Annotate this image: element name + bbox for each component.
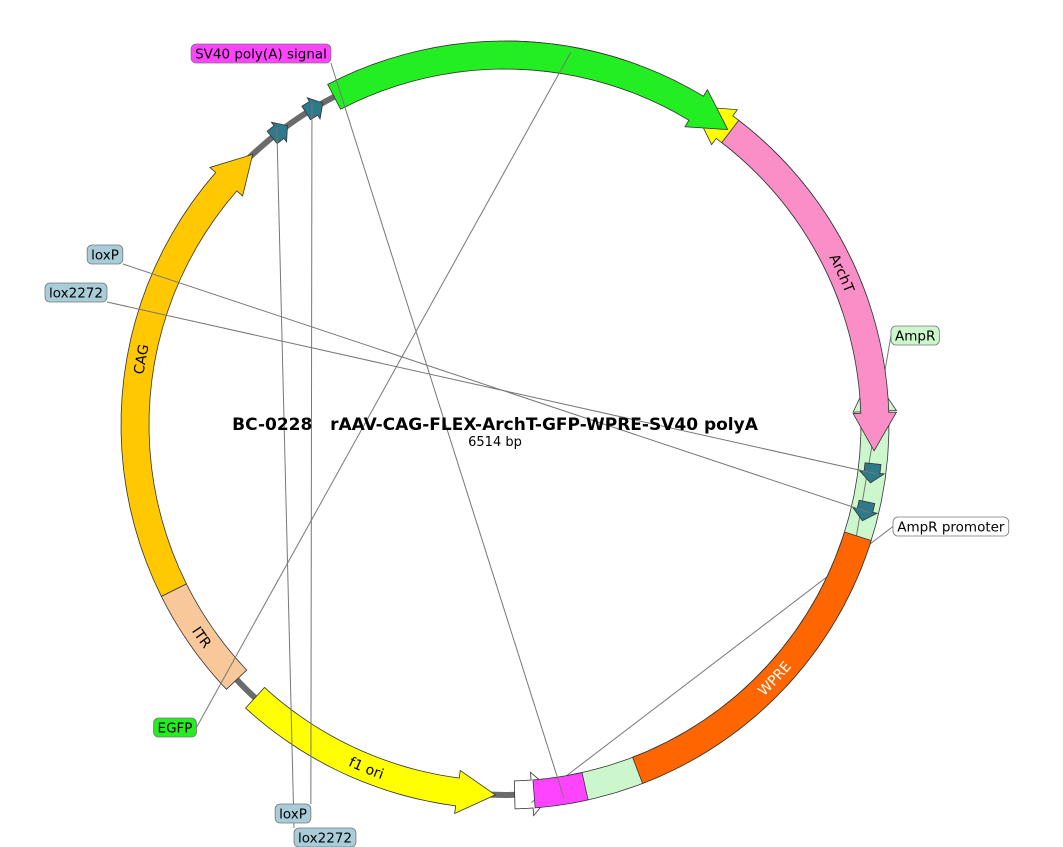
plasmid-length: 6514 bp <box>468 435 522 450</box>
feature-lox2272-7-callout-label: lox2272 <box>298 831 352 847</box>
feature-loxp-12-callout-label: loxP <box>91 248 119 264</box>
feature-cag-6-label-text: CAG <box>132 343 153 376</box>
feature-cag-6-shape <box>120 153 254 597</box>
plasmid-title: BC-0228 rAAV-CAG-FLEX-ArchT-GFP-WPRE-SV4… <box>232 415 759 435</box>
feature-ampr-2-callout-label: AmpR <box>895 329 935 345</box>
feature-egfp-9-callout-box <box>153 717 197 738</box>
feature-loxp-12[interactable]: loxP <box>86 244 879 522</box>
feature-f1-ori-4[interactable]: f1 ori <box>245 686 497 815</box>
feature-sv40-poly-a-signal-14-callout-label: SV40 poly(A) signal <box>195 47 327 63</box>
feature-lox2272-7[interactable]: lox2272 <box>266 121 357 847</box>
feature-lox2272-11-callout-box <box>44 282 108 303</box>
feature-wpre-13[interactable]: WPRE <box>632 531 872 785</box>
plasmid-name: rAAV-CAG-FLEX-ArchT-GFP-WPRE-SV40 polyA <box>330 415 759 435</box>
feature-lox2272-11[interactable]: lox2272 <box>44 282 886 484</box>
feature-sv40-poly-a-signal-14[interactable]: SV40 poly(A) signal <box>190 43 589 809</box>
feature-ampr-2-callout-box <box>890 325 940 346</box>
feature-sv40-poly-a-signal-14-leader <box>330 62 565 799</box>
feature-archt-10-shape <box>721 119 898 452</box>
feature-lox2272-7-callout-box <box>293 827 357 847</box>
feature-f1-ori-4-shape <box>245 686 497 815</box>
feature-lox2272-7-leader <box>276 127 295 829</box>
feature-ampr-promoter-3-callout-label: AmpR promoter <box>897 520 1005 536</box>
feature-ampr-promoter-3-callout-box <box>892 516 1010 537</box>
feature-loxp-12-leader <box>122 263 870 513</box>
feature-wpre-13-shape <box>632 531 872 785</box>
feature-loxp-8[interactable]: loxP <box>274 97 324 824</box>
feature-lox2272-11-callout-label: lox2272 <box>49 286 103 302</box>
feature-egfp-9[interactable]: EGFP <box>153 40 729 738</box>
feature-egfp-9-shape <box>327 40 729 130</box>
feature-loxp-8-leader <box>310 103 313 805</box>
feature-itr-5-label-path <box>132 467 337 760</box>
feature-archt-10[interactable]: ArchT <box>721 119 898 452</box>
feature-loxp-8-callout-box <box>274 803 312 824</box>
feature-egfp-9-leader <box>196 52 572 728</box>
feature-ampr-promoter-3[interactable]: AmpR promoter <box>513 516 1010 817</box>
feature-egfp-9-callout-label: EGFP <box>158 721 193 737</box>
feature-lox2272-11-leader <box>106 301 877 475</box>
feature-cag-6-label: CAG <box>132 343 153 376</box>
feature-cag-6[interactable]: CAG <box>120 153 254 597</box>
feature-itr-5[interactable]: ITR <box>160 583 248 690</box>
feature-loxp-12-callout-box <box>86 244 124 265</box>
plasmid-id: BC-0228 <box>232 415 312 435</box>
feature-sv40-poly-a-signal-14-shape <box>532 772 589 809</box>
feature-loxp-8-callout-label: loxP <box>279 807 307 823</box>
feature-sv40-poly-a-signal-14-callout-box <box>190 43 332 64</box>
